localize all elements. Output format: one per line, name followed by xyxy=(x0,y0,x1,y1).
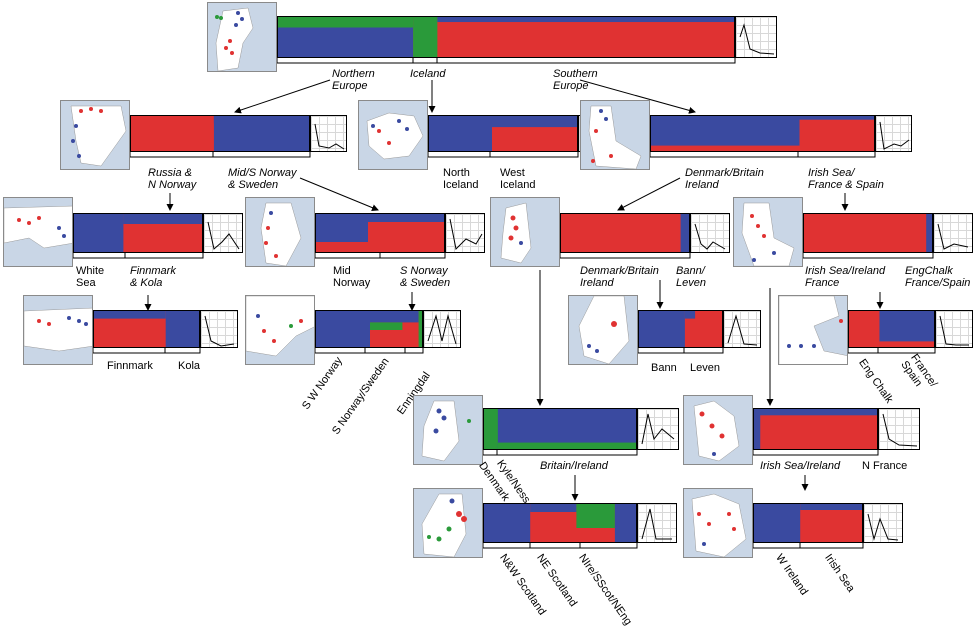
map-russia-n-norway xyxy=(3,197,73,267)
delta-k-plot-top xyxy=(735,16,777,58)
map-northern-europe xyxy=(60,100,130,170)
structure-bar-bann-leven xyxy=(638,310,723,348)
map-iceland xyxy=(358,100,428,170)
label-west-iceland: West Iceland xyxy=(500,167,536,191)
delta-k-plot-irish-sea-france-spain xyxy=(933,213,973,253)
structure-bar-engchalk-france-spain xyxy=(848,310,935,348)
delta-k-plot-denmark-britain-ireland xyxy=(690,213,730,253)
delta-k-plot-irish-sea-sub xyxy=(863,503,903,543)
delta-k-plot-mid-s-norway-sweden xyxy=(445,213,485,253)
label-denmark-britain-ireland: Denmark/Britain Ireland xyxy=(685,167,764,191)
label-finnmark-kola: Finnmark & Kola xyxy=(130,265,176,289)
delta-k-plot-southern-europe xyxy=(875,115,912,152)
structure-bar-mid-s-norway-sweden xyxy=(315,213,445,253)
map-top xyxy=(207,2,277,72)
structure-bar-finnmark-kola xyxy=(93,310,200,348)
label-irish-sea-ireland-2: Irish Sea/Ireland xyxy=(760,460,841,472)
delta-k-plot-finnmark-kola xyxy=(200,310,238,348)
label-southern-europe: Southern Europe xyxy=(553,68,598,92)
label-iceland: Iceland xyxy=(410,68,446,80)
map-irish-sea-sub xyxy=(683,488,753,558)
map-bann-leven xyxy=(568,295,638,365)
map-irish-sea-france-spain xyxy=(733,197,803,267)
label-engchalk-france-spain: EngChalk France/Spain xyxy=(905,265,971,289)
label-britain-ireland: Britain/Ireland xyxy=(540,460,608,472)
map-mid-s-norway-sweden xyxy=(245,197,315,267)
label-n-france: N France xyxy=(862,460,908,472)
map-engchalk-france-spain xyxy=(778,295,848,365)
label-white-sea: White Sea xyxy=(76,265,105,289)
delta-k-plot-bann-leven xyxy=(723,310,761,348)
map-denmark-britain-ireland xyxy=(490,197,560,267)
map-britain-ireland xyxy=(413,395,483,465)
structure-bar-southern-europe xyxy=(650,115,875,152)
label-irish-sea-france-spain: Irish Sea/ France & Spain xyxy=(808,167,884,191)
label-north-iceland: North Iceland xyxy=(443,167,479,191)
map-s-norway-sweden xyxy=(245,295,315,365)
structure-bar-denmark-britain-ireland xyxy=(560,213,690,253)
map-irish-sea-ireland xyxy=(683,395,753,465)
delta-k-plot-s-norway-sweden xyxy=(423,310,461,348)
arrow-mid-s-norway xyxy=(299,177,379,211)
map-britain-ireland-sub xyxy=(413,488,483,558)
structure-bar-iceland xyxy=(428,115,578,152)
label-mid-s-norway-sweden: Mid/S Norway & Sweden xyxy=(228,167,297,191)
map-finnmark-kola xyxy=(23,295,93,365)
delta-k-plot-irish-sea-ireland xyxy=(878,408,920,450)
label-denmark-britain-ireland-2: Denmark/Britain Ireland xyxy=(580,265,659,289)
structure-bar-northern-europe xyxy=(130,115,310,152)
label-mid-norway: Mid Norway xyxy=(333,265,371,289)
label-kola: Kola xyxy=(178,360,201,372)
label-finnmark: Finnmark xyxy=(107,360,153,372)
structure-bar-irish-sea-ireland xyxy=(753,408,878,450)
delta-k-plot-britain-ireland xyxy=(637,408,679,450)
structure-bar-britain-ireland-sub xyxy=(483,503,637,543)
delta-k-plot-northern-europe xyxy=(310,115,347,152)
label-bann: Bann xyxy=(651,362,677,374)
structure-bar-russia-n-norway xyxy=(73,213,203,253)
label-irish-sea-ireland-france: Irish Sea/Ireland France xyxy=(805,265,886,289)
delta-k-plot-britain-ireland-sub xyxy=(637,503,677,543)
structure-bar-top xyxy=(277,16,735,58)
arrow-southern-europe xyxy=(579,79,696,114)
structure-bar-irish-sea-france-spain xyxy=(803,213,933,253)
structure-bar-s-norway-sweden xyxy=(315,310,423,348)
label-russia-n-norway: Russia & N Norway xyxy=(148,167,197,191)
label-leven: Leven xyxy=(690,362,720,374)
arrow-northern-europe xyxy=(234,79,331,114)
delta-k-plot-russia-n-norway xyxy=(203,213,243,253)
structure-bar-irish-sea-sub xyxy=(753,503,863,543)
arrow-denmark-britain xyxy=(617,177,681,211)
label-bann-leven: Bann/ Leven xyxy=(676,265,706,289)
structure-bar-britain-ireland xyxy=(483,408,637,450)
label-s-norway-sweden: S Norway & Sweden xyxy=(400,265,451,289)
label-northern-europe: Northern Europe xyxy=(332,68,375,92)
delta-k-plot-engchalk-france-spain xyxy=(935,310,973,348)
map-southern-europe xyxy=(580,100,650,170)
